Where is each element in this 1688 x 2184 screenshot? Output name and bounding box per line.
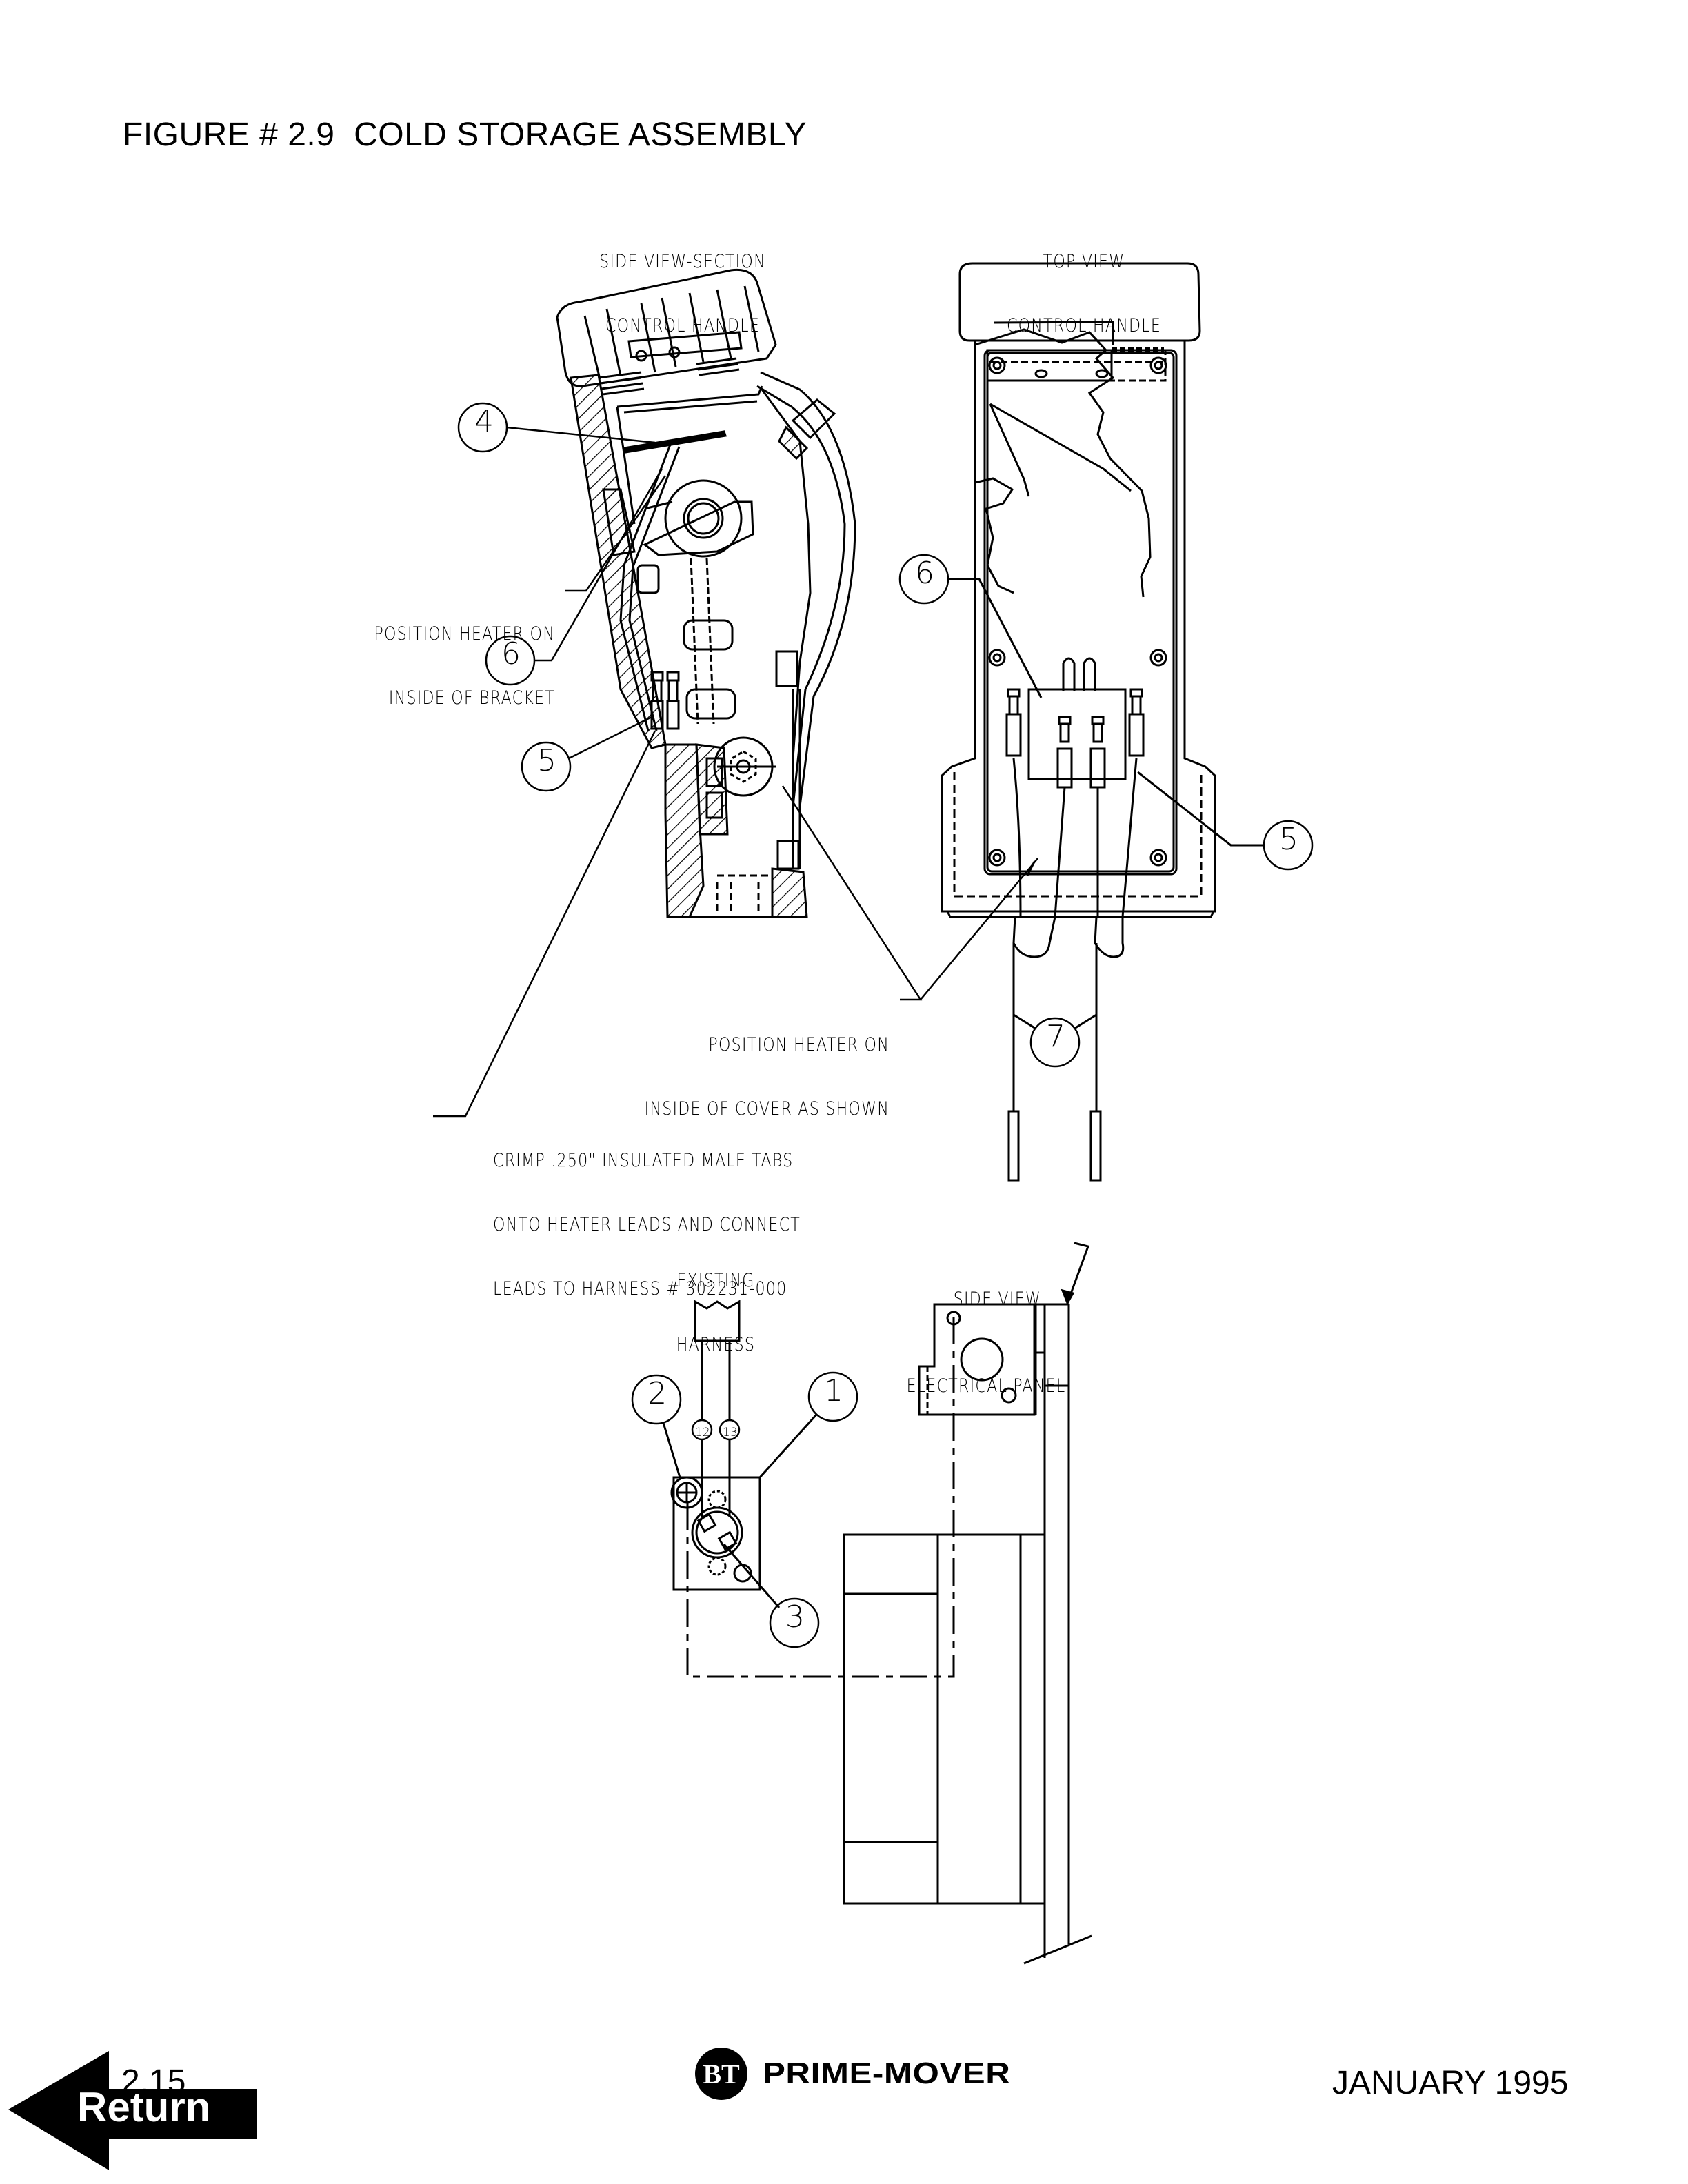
top-view-title-line2: CONTROL HANDLE [1006,315,1162,336]
note-position-heater-bracket: POSITION HEATER ON INSIDE OF BRACKET [326,580,555,730]
note-crimp-tabs: CRIMP .250" INSULATED MALE TABS ONTO HEA… [493,1107,801,1321]
return-button-label[interactable]: Return [77,2084,211,2130]
return-button[interactable] [7,2048,259,2173]
back-arrow-icon [8,2051,257,2170]
page-title: FIGURE # 2.9 COLD STORAGE ASSEMBLY [123,117,807,153]
callout-5-side: 5 [537,743,558,778]
note-crimp-line2: ONTO HEATER LEADS AND CONNECT [493,1214,801,1235]
side-view-title-line1: SIDE VIEW-SECTION [599,251,766,272]
callout-4: 4 [474,404,495,439]
callout-6-top: 6 [915,556,936,591]
note-cover-line2: INSIDE OF COVER AS SHOWN [644,1098,890,1120]
note-bracket-line1: POSITION HEATER ON [374,623,555,645]
top-view-control-handle [941,262,1265,1182]
callout-3: 3 [785,1599,806,1635]
note-position-heater-cover: POSITION HEATER ON INSIDE OF COVER AS SH… [607,991,890,1141]
electrical-panel-line2: ELECTRICAL PANEL [906,1375,1066,1397]
note-crimp-line1: CRIMP .250" INSULATED MALE TABS [493,1150,794,1171]
note-crimp-line3: LEADS TO HARNESS # 302231-000 [493,1278,787,1300]
callout-7: 7 [1046,1019,1067,1054]
connector-icons [1005,688,1145,789]
side-view-title-line2: CONTROL HANDLE [605,315,761,336]
note-bracket-line2: INSIDE OF BRACKET [388,687,555,709]
bt-logo-icon: BT [695,2048,747,2100]
side-view-title: SIDE VIEW-SECTION CONTROL HANDLE [570,208,796,358]
electrical-panel-side-view [662,1242,1092,1965]
wire-label-12: 12 [695,1426,710,1439]
callout-6-side: 6 [501,636,522,671]
top-view-title-line1: TOP VIEW [1043,251,1125,272]
note-cover-line1: POSITION HEATER ON [708,1034,890,1055]
electrical-panel-label: SIDE VIEW ELECTRICAL PANEL [873,1227,1099,1430]
callout-circles [457,402,1314,1648]
existing-harness-line2: HARNESS [676,1334,756,1355]
side-view-leaders [433,426,1038,1118]
callout-2: 2 [647,1376,668,1411]
brand: BT PRIME-MOVER [695,2046,1010,2101]
side-view-control-handle [556,268,856,918]
callout-1: 1 [824,1373,845,1408]
screw-icons [988,356,1167,867]
brand-name: PRIME-MOVER [763,2056,1011,2090]
electrical-panel-line1: SIDE VIEW [953,1288,1042,1310]
existing-harness-label: EXISTING HARNESS [631,1227,801,1377]
wire-label-13: 13 [723,1426,738,1439]
publication-date: JANUARY 1995 [1332,2065,1569,2101]
callout-5-top: 5 [1279,822,1300,857]
top-view-title: TOP VIEW CONTROL HANDLE [971,208,1197,358]
existing-harness-line1: EXISTING [676,1270,755,1291]
